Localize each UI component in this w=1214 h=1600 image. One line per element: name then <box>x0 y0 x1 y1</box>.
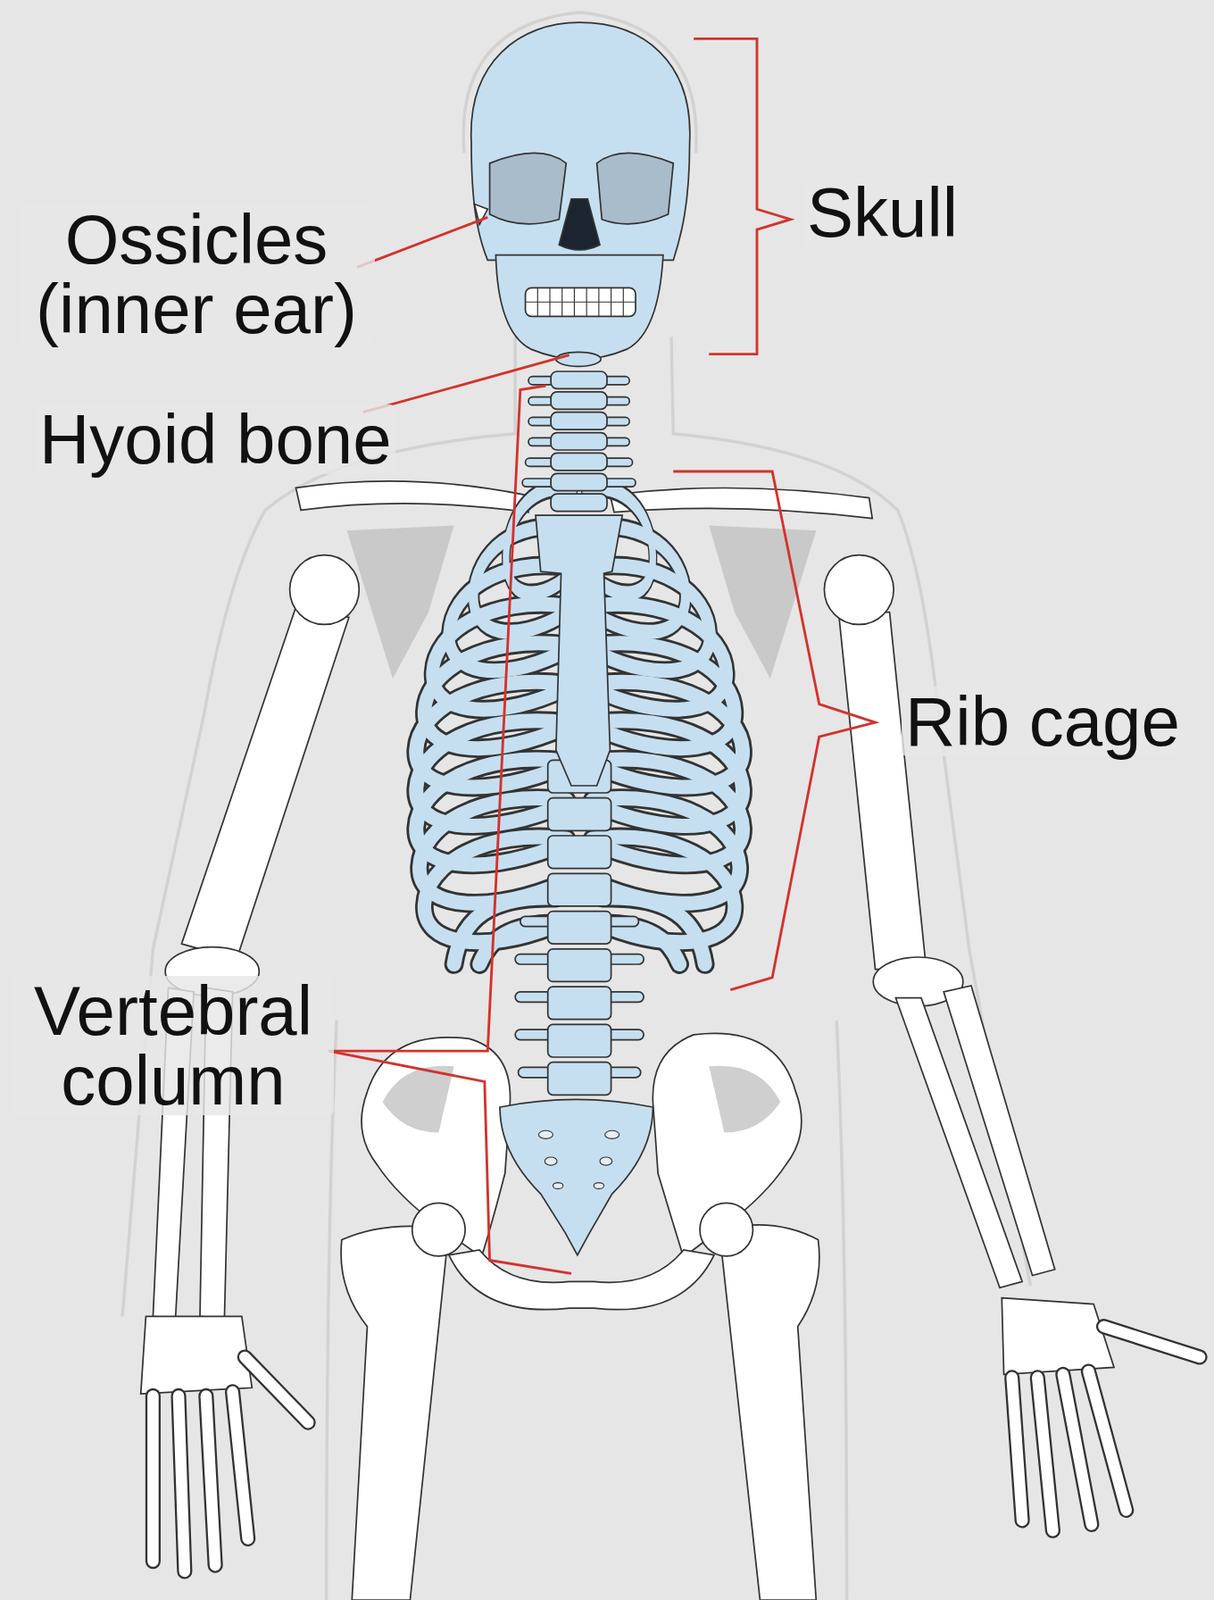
part-label: Rib cage <box>901 686 1184 757</box>
part-label: Skull <box>803 177 962 248</box>
pelvis <box>340 1032 820 1600</box>
rib-outline <box>415 488 743 965</box>
part-label: Ossicles (inner ear) <box>17 204 375 344</box>
sternum <box>535 515 623 786</box>
part-label: Hyoid bone <box>35 404 396 474</box>
finger-bones <box>152 1326 1200 1572</box>
leader-line <box>328 38 876 1273</box>
rib <box>415 488 743 965</box>
hyoid <box>556 351 601 366</box>
skull <box>471 22 691 359</box>
part-label: Vertebral column <box>12 975 334 1115</box>
sacral-foramen <box>538 1130 619 1189</box>
vertebra <box>499 371 653 1256</box>
